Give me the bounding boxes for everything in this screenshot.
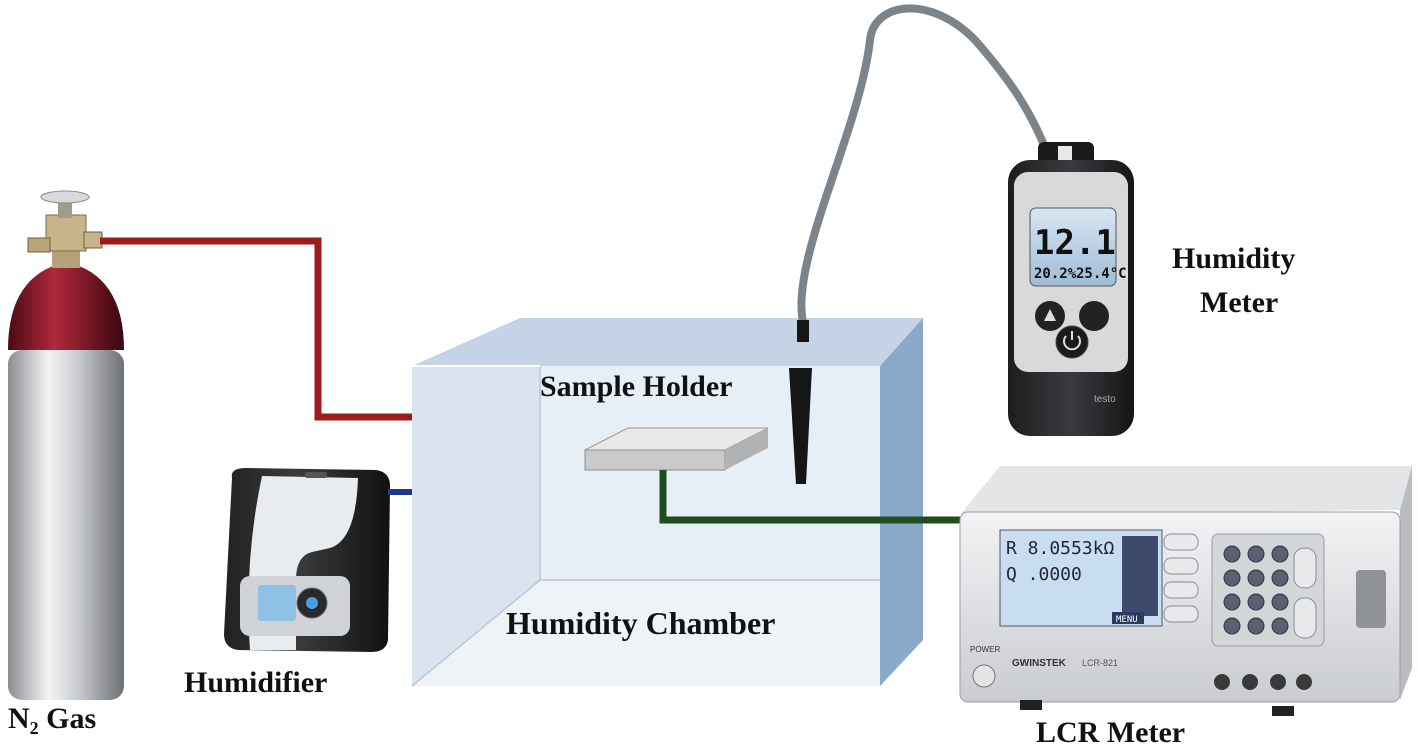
label-n2-gas-main: N xyxy=(8,702,30,735)
lcr-brand: GWINSTEK xyxy=(1012,658,1067,669)
humidity-meter-temp-value: 25.4°C xyxy=(1076,266,1127,282)
lcr-soft-key[interactable] xyxy=(1163,557,1199,575)
humidifier-device xyxy=(224,468,390,652)
lcr-soft-key[interactable] xyxy=(1163,581,1199,599)
humidity-meter-display xyxy=(1029,207,1117,287)
lcr-side-key[interactable] xyxy=(1293,597,1317,639)
lcr-soft-keys xyxy=(1163,533,1199,623)
lcr-menu-key[interactable] xyxy=(1112,612,1144,624)
lcr-soft-key[interactable] xyxy=(1163,533,1199,551)
lcr-keypad-button[interactable] xyxy=(1271,593,1289,611)
lcr-keypad-button[interactable] xyxy=(1247,593,1265,611)
label-lcr-meter: LCR Meter xyxy=(1036,716,1185,749)
n2-gas-cylinder xyxy=(8,190,124,700)
humidity-meter-brand: testo xyxy=(1094,394,1116,405)
lcr-keypad-button[interactable] xyxy=(1223,545,1241,563)
label-humidity-chamber: Humidity Chamber xyxy=(506,605,775,641)
lcr-keypad-button[interactable] xyxy=(1271,617,1289,635)
meter-mode-button[interactable] xyxy=(1079,301,1109,331)
meter-power-button[interactable] xyxy=(1055,325,1089,359)
lcr-model: LCR-821 xyxy=(1082,658,1118,668)
humidity-probe xyxy=(789,368,812,484)
lcr-soft-key[interactable] xyxy=(1163,605,1199,623)
cylinder-valve xyxy=(27,190,103,253)
label-n2-gas: N2 Gas xyxy=(8,702,96,738)
label-sample-holder: Sample Holder xyxy=(540,370,733,403)
lcr-power-label: POWER xyxy=(970,645,1000,654)
lcr-keypad-button[interactable] xyxy=(1271,545,1289,563)
signal-line xyxy=(659,470,960,524)
lcr-meter-device: R 8.0553kΩ Q .0000 MENU GWINSTEK LCR-821… xyxy=(959,466,1412,716)
label-n2-gas-suffix: Gas xyxy=(39,702,97,735)
label-humidity-meter-line2: Meter xyxy=(1200,286,1278,319)
lcr-menu-label: MENU xyxy=(1116,615,1138,625)
lcr-side-key[interactable] xyxy=(1293,547,1317,589)
sample-holder xyxy=(584,427,769,471)
humidity-chamber xyxy=(411,318,923,687)
humidity-meter-device: 12.1 20.2% 25.4°C testo xyxy=(1008,142,1134,436)
humidity-meter-main-value: 12.1 xyxy=(1034,223,1116,263)
sensor-cable xyxy=(797,4,1050,326)
lcr-keypad-button[interactable] xyxy=(1223,569,1241,587)
humidity-meter-rh-value: 20.2% xyxy=(1034,266,1077,282)
humidifier-screen xyxy=(258,585,296,621)
lcr-terminals xyxy=(1214,674,1312,690)
lcr-keypad-button[interactable] xyxy=(1271,569,1289,587)
label-humidifier: Humidifier xyxy=(184,666,327,699)
lcr-line-2: Q .0000 xyxy=(1006,564,1082,585)
lcr-keypad-button[interactable] xyxy=(1247,545,1265,563)
lcr-keypad-button[interactable] xyxy=(1247,617,1265,635)
lcr-line-1: R 8.0553kΩ xyxy=(1006,538,1115,559)
label-n2-gas-subscript: 2 xyxy=(30,718,39,738)
lcr-keypad-button[interactable] xyxy=(1247,569,1265,587)
gas-line xyxy=(100,237,412,421)
lcr-keypad-button[interactable] xyxy=(1223,617,1241,635)
lcr-power-button[interactable] xyxy=(972,664,996,688)
lcr-keypad-button[interactable] xyxy=(1223,593,1241,611)
label-humidity-meter-line1: Humidity xyxy=(1172,242,1295,275)
